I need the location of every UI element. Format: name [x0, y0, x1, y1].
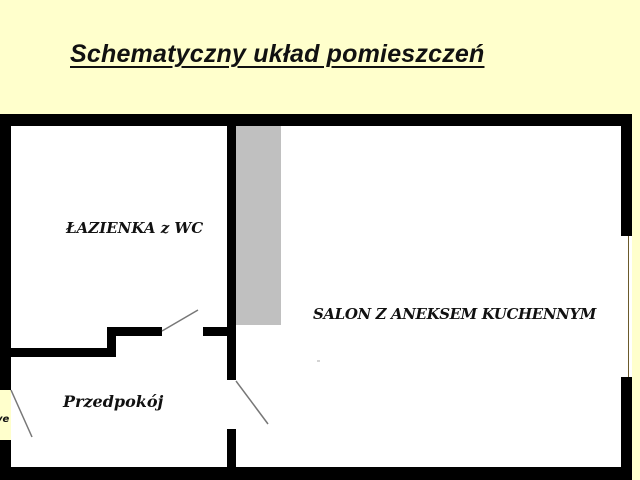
window-line — [628, 236, 629, 377]
wall-bathroom-lower — [11, 348, 116, 357]
wall-left-lower — [0, 440, 11, 480]
wall-middle-lower — [227, 429, 236, 467]
floor-area — [0, 114, 632, 480]
kitchen-column — [236, 126, 281, 325]
wall-right-upper — [621, 114, 632, 236]
page-title: Schematyczny układ pomieszczeń — [70, 40, 485, 68]
wall-middle-upper — [227, 126, 236, 380]
entrance-label: ve — [0, 414, 10, 425]
room-label-bathroom: ŁAZIENKA z WC — [66, 219, 204, 237]
room-label-hallway: Przedpokój — [63, 392, 164, 411]
wall-top — [0, 114, 632, 126]
wall-right-lower — [621, 377, 632, 480]
entrance-opening: ve — [0, 390, 11, 440]
wall-bottom — [0, 467, 632, 480]
wall-left-upper — [0, 114, 11, 390]
wall-bathroom-step — [107, 327, 116, 357]
window-yellow-strip — [632, 114, 640, 480]
wall-bathroom-stub — [203, 327, 227, 336]
room-label-living-room: SALON Z ANEKSEM KUCHENNYM — [313, 305, 596, 323]
wall-bathroom-upper — [107, 327, 162, 336]
